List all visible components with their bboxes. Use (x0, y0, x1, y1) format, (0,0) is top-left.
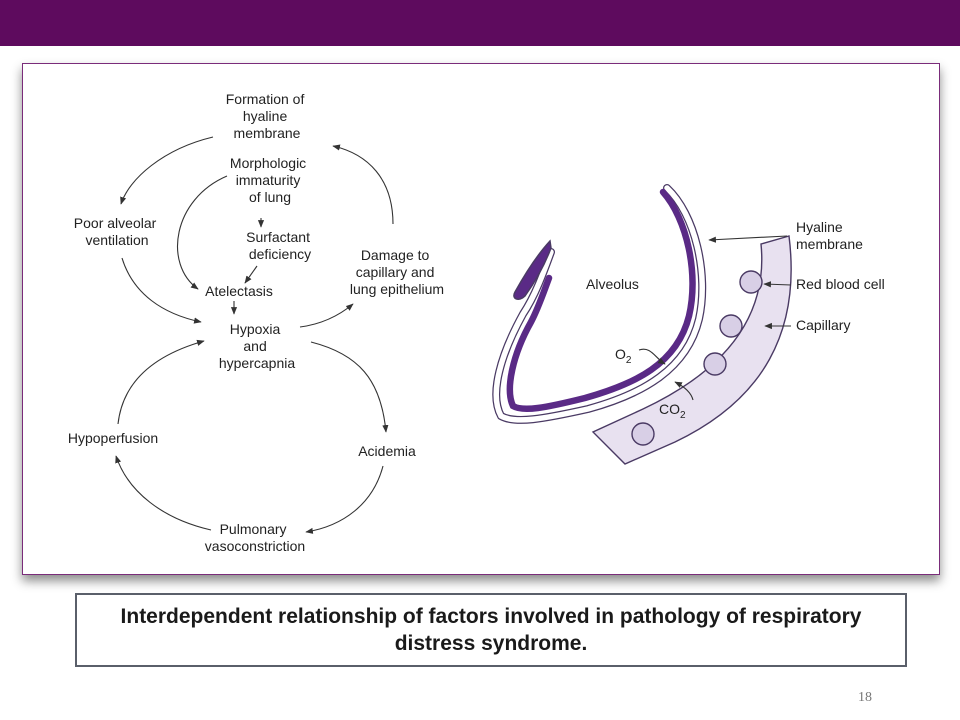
figure-frame: Formation of hyaline membrane Morphologi… (22, 63, 940, 575)
label-pulmonary-vasoconstriction: Pulmonary vasoconstriction (205, 521, 305, 554)
label-hypoperfusion: Hypoperfusion (68, 430, 158, 446)
caption-text: Interdependent relationship of factors i… (120, 605, 862, 655)
label-morphologic-immaturity: Morphologic immaturity of lung (230, 155, 310, 205)
title-bar (0, 0, 960, 46)
cycle-arrows (115, 136, 394, 534)
label-hyaline-formation: Formation of hyaline membrane (226, 91, 308, 141)
arrow-hypoxia-to-damage (299, 303, 354, 328)
red-blood-cell-2 (719, 314, 743, 338)
alveolar-lobe (513, 239, 552, 300)
label-co2: CO2 (659, 401, 686, 421)
hyaline-membrane-band (506, 188, 696, 413)
arrow-hypoxia-to-acidemia (310, 341, 389, 433)
arrow-surfactant-to-atelectasis (244, 265, 258, 284)
label-red-blood-cell: Red blood cell (796, 276, 885, 292)
red-blood-cells (631, 270, 763, 446)
label-poor-ventilation: Poor alveolar ventilation (74, 215, 160, 248)
caption-box: Interdependent relationship of factors i… (75, 593, 907, 667)
page-number: 18 (858, 690, 872, 705)
capillary-band (591, 235, 792, 465)
label-hypoxia: Hypoxia and hypercapnia (219, 321, 295, 371)
o2-arrow (638, 348, 666, 365)
alveolus-illustration (492, 184, 792, 465)
arrow-ventilation-to-hypoxia (121, 257, 202, 324)
arrow-vasoconstriction-to-hypoperfusion (115, 455, 212, 531)
red-blood-cell-3 (703, 352, 727, 376)
pointer-red-blood-cell (763, 281, 792, 288)
arrow-acidemia-to-vasoconstriction (305, 465, 384, 534)
label-hyaline-membrane: Hyaline membrane (796, 219, 863, 252)
label-atelectasis: Atelectasis (205, 283, 273, 299)
rds-diagram: Formation of hyaline membrane Morphologi… (68, 91, 885, 554)
co2-arrow (674, 381, 694, 401)
label-o2: O2 (615, 346, 632, 366)
pointer-hyaline-membrane (708, 235, 788, 243)
label-alveolus: Alveolus (586, 276, 639, 292)
label-acidemia: Acidemia (358, 443, 416, 459)
red-blood-cell-4 (631, 422, 655, 446)
arrow-hypoperfusion-to-hypoxia (117, 339, 205, 425)
label-capillary: Capillary (796, 317, 850, 333)
label-surfactant-deficiency: Surfactant deficiency (246, 229, 314, 262)
arrow-morphologic-to-atelectasis (176, 175, 228, 290)
label-damage-capillary: Damage to capillary and lung epithelium (350, 247, 444, 297)
arrow-damage-to-hyaline (332, 144, 394, 225)
arrow-hyaline-to-ventilation (120, 136, 214, 205)
red-blood-cell-1 (739, 270, 763, 294)
